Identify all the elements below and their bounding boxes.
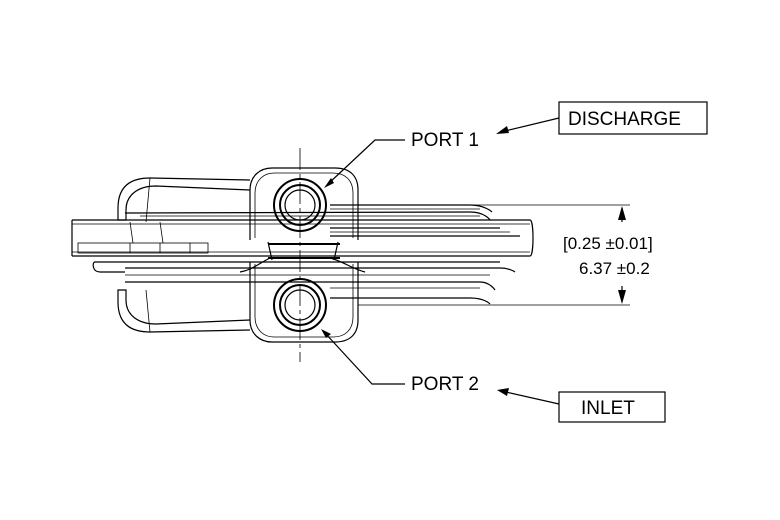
port-2-label: PORT 2 (411, 374, 479, 395)
port-1-label: PORT 1 (411, 130, 479, 151)
discharge-arrow (496, 117, 560, 134)
discharge-label: DISCHARGE (568, 109, 681, 130)
port-2-leader (321, 329, 405, 385)
inlet-label: INLET (581, 398, 635, 419)
port-1-leader (324, 139, 405, 188)
inlet-box (558, 391, 666, 423)
lower-fins (92, 261, 516, 305)
dimension-lines (358, 204, 630, 306)
dimension-mm: 6.37 ±0.2 (579, 259, 650, 278)
left-inset-detail (77, 221, 209, 254)
inlet-arrow (497, 388, 560, 405)
port-block (239, 167, 366, 343)
left-lower-housing (117, 289, 251, 333)
dimension-inches: [0.25 ±0.01] (563, 234, 653, 253)
left-upper-housing (117, 177, 251, 223)
